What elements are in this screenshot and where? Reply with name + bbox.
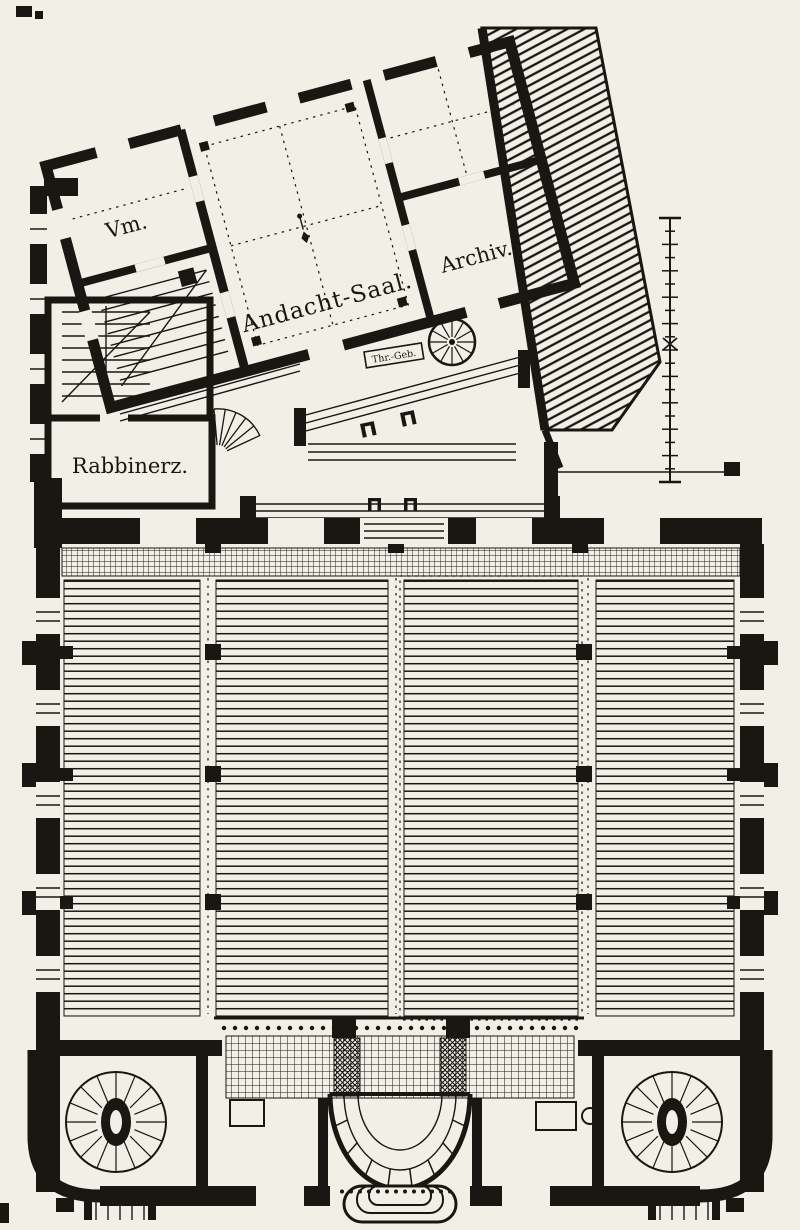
annex-staircase: [44, 296, 214, 422]
scan-artifact: [0, 6, 43, 1223]
spiral-staircase-left: [65, 1071, 167, 1173]
door-symbol: [368, 498, 381, 511]
spiral-staircase-right: [621, 1071, 723, 1173]
room-label-archiv: Archiv.: [437, 236, 515, 278]
west-wall: [22, 544, 62, 1192]
south-wing: [27, 1050, 773, 1224]
side-steps-left: [84, 1200, 156, 1220]
scale-bar: [659, 216, 681, 484]
lamp-symbol: [297, 213, 310, 244]
entrance-steps: [340, 1184, 458, 1224]
door-symbol: [360, 421, 377, 438]
door-symbol: [400, 410, 417, 427]
columns: [60, 644, 740, 910]
winder-stair: [213, 408, 261, 452]
label-box-thr-geb: Thr.-Geb.: [363, 342, 425, 369]
room-rabbinerz: Rabbinerz.: [44, 413, 216, 510]
neighbor-building-hatch: [477, 26, 662, 470]
door-symbol: [404, 498, 417, 511]
wing-stair: [98, 267, 229, 387]
bimah-screen: [214, 1016, 584, 1038]
spiral-stair-small: [427, 317, 477, 367]
pew-blocks: [63, 575, 735, 1021]
apse: [327, 1092, 473, 1192]
main-hall: [22, 518, 778, 1192]
room-label-rabbinerz: Rabbinerz.: [72, 454, 188, 478]
room-label-vm: Vm.: [102, 209, 150, 243]
side-steps-right: [648, 1200, 720, 1220]
